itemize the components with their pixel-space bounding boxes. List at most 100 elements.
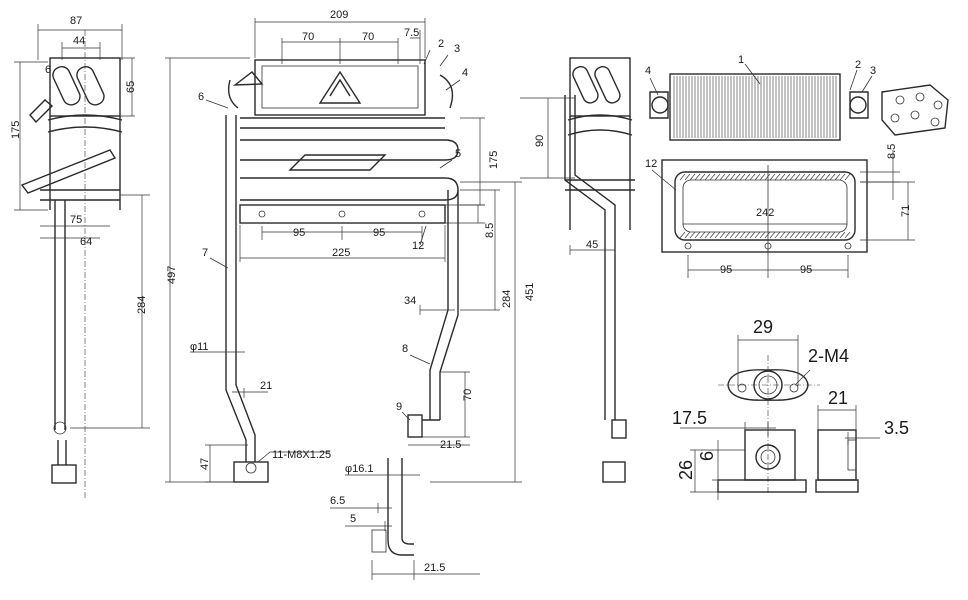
hatch-line (749, 231, 756, 239)
hatch-line (704, 173, 711, 181)
dim-8-5-front: 8.5 (484, 223, 496, 238)
dim-75: 75 (70, 214, 82, 226)
dim-209: 209 (330, 9, 348, 21)
hatch-line (689, 173, 696, 181)
hatch-line (694, 173, 701, 181)
dim-225: 225 (332, 247, 350, 259)
right-side-view: 90 45 (520, 57, 635, 483)
hatch-line (824, 231, 831, 239)
side-view: 87 44 6 65 175 75 64 284 (10, 15, 150, 500)
part-8: 8 (402, 343, 408, 355)
right-part-4: 4 (645, 65, 651, 77)
hatch-line (804, 231, 811, 239)
hatch-line (764, 173, 771, 181)
hatch-line (774, 231, 781, 239)
part-12: 12 (412, 240, 424, 252)
part-2: 2 (438, 38, 444, 50)
dim-6: 6 (45, 64, 51, 76)
dim-21-5-pipe: 21.5 (424, 562, 445, 574)
hatch-line (789, 173, 796, 181)
hatch-line (699, 173, 706, 181)
hatch-line (829, 173, 836, 181)
dim-thread: 11-M8X1.25 (272, 449, 331, 461)
hatch-line (754, 231, 761, 239)
hatch-line (754, 173, 761, 181)
dim-95-b: 95 (373, 227, 385, 239)
dim-70-v: 70 (462, 389, 474, 401)
dim-21: 21 (260, 380, 272, 392)
hatch-line (839, 231, 846, 239)
hatch-line (844, 231, 851, 239)
dim-64: 64 (80, 236, 92, 248)
hatch-line (809, 173, 816, 181)
hatch-line (719, 173, 726, 181)
part-5: 5 (455, 148, 461, 160)
part-9: 9 (396, 401, 402, 413)
part-6: 6 (198, 91, 204, 103)
hatch-line (784, 231, 791, 239)
dim-95-hx-b: 95 (800, 264, 812, 276)
hatch-line (729, 173, 736, 181)
hatch-line (834, 231, 841, 239)
heat-exchanger-view: 242 8.5 71 95 95 1 2 3 4 12 (645, 54, 949, 278)
hatch-line (694, 231, 701, 239)
hatch-line (709, 173, 716, 181)
dim-21-flange: 21 (828, 388, 848, 408)
dim-70-b: 70 (362, 31, 374, 43)
hatch-line (749, 173, 756, 181)
hatch-line (804, 173, 811, 181)
hatch-line (814, 173, 821, 181)
right-part-12: 12 (645, 158, 657, 170)
dim-70-a: 70 (302, 31, 314, 43)
dim-87: 87 (70, 15, 82, 27)
hatch-line (789, 231, 796, 239)
dim-17-5: 17.5 (672, 408, 707, 428)
dim-95-a: 95 (293, 227, 305, 239)
hatch-line (799, 231, 806, 239)
dim-phi11: φ11 (190, 341, 209, 353)
hatch-line (704, 231, 711, 239)
flange-detail: 29 2-M4 17.5 26 6 21 3.5 (672, 317, 909, 500)
dim-451: 451 (524, 283, 536, 301)
hatch-line (809, 231, 816, 239)
hatch-line (794, 173, 801, 181)
hatch-line (699, 231, 706, 239)
hatch-line (744, 173, 751, 181)
hatch-line (759, 231, 766, 239)
hatch-line (769, 231, 776, 239)
hatch-line (814, 231, 821, 239)
hatch-line (824, 173, 831, 181)
hatch-line (759, 173, 766, 181)
fin-stack (673, 76, 837, 138)
dim-3-5: 3.5 (884, 418, 909, 438)
hatch-line (779, 231, 786, 239)
dim-5: 5 (350, 513, 356, 525)
hatch-line (714, 231, 721, 239)
dim-6-flange: 6 (697, 451, 717, 461)
front-view: 209 70 70 7.5 497 175 95 95 225 8.5 451 … (165, 9, 536, 483)
hatch-line (784, 173, 791, 181)
hatch-line (844, 173, 851, 181)
pipe-detail: φ16.1 6.5 5 21.5 (330, 458, 480, 580)
dim-284-front: 284 (501, 290, 513, 308)
dim-6-5: 6.5 (330, 495, 345, 507)
dim-65: 65 (125, 81, 137, 93)
hatch-line (794, 231, 801, 239)
hatch-line (734, 173, 741, 181)
right-part-3: 3 (870, 65, 876, 77)
hatch-line (834, 173, 841, 181)
dim-7-5: 7.5 (404, 27, 419, 39)
right-part-2: 2 (855, 59, 861, 71)
part-4: 4 (462, 67, 468, 79)
hatch-line (679, 173, 686, 181)
dim-26: 26 (676, 460, 696, 480)
hatch-line (839, 173, 846, 181)
hatch-line (714, 173, 721, 181)
dim-44: 44 (73, 35, 85, 47)
hatch-line (724, 173, 731, 181)
dim-45: 45 (586, 239, 598, 251)
hatch-line (684, 231, 691, 239)
dim-242: 242 (756, 207, 774, 219)
dim-2m4: 2-M4 (808, 346, 849, 366)
